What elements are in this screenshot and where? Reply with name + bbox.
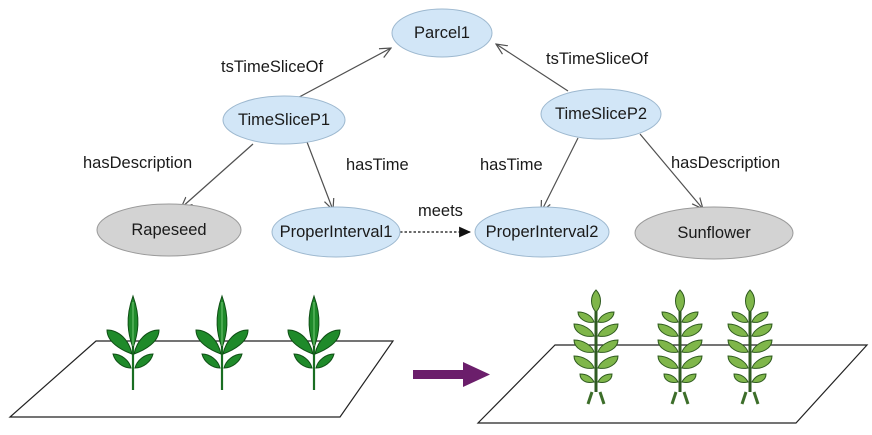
edge-has-time-2: [541, 137, 579, 212]
node-parcel1: Parcel1: [391, 8, 493, 58]
edge-has-description-1: [181, 143, 254, 208]
sunflower-field-illustration: [476, 288, 869, 424]
right-field-plane: [476, 344, 869, 424]
node-label-timeslice-p2: TimeSliceP2: [555, 105, 647, 123]
node-proper-interval2: ProperInterval2: [474, 206, 610, 258]
edge-has-time-1: [306, 141, 333, 210]
edge-label-ts-timeslice-of-2: tsTimeSliceOf: [546, 50, 648, 68]
edge-label-ts-timeslice-of-1: tsTimeSliceOf: [221, 58, 323, 76]
left-field-plane: [8, 340, 395, 418]
node-timeslice-p1: TimeSliceP1: [222, 95, 346, 145]
node-label-proper-interval2: ProperInterval2: [486, 223, 599, 241]
node-label-rapeseed: Rapeseed: [131, 221, 206, 239]
rapeseed-field-illustration: [8, 294, 395, 418]
node-rapeseed: Rapeseed: [96, 203, 242, 257]
edge-ts-timeslice-of-1: [287, 48, 391, 104]
edge-ts-timeslice-of-2: [496, 44, 569, 92]
node-proper-interval1: ProperInterval1: [271, 206, 401, 258]
node-timeslice-p2: TimeSliceP2: [540, 88, 662, 140]
node-sunflower: Sunflower: [634, 206, 794, 260]
edge-label-has-time-2: hasTime: [480, 156, 543, 174]
edge-label-has-description-2: hasDescription: [671, 154, 780, 172]
edge-label-has-description-1: hasDescription: [83, 154, 192, 172]
node-label-parcel1: Parcel1: [414, 24, 470, 42]
node-label-sunflower: Sunflower: [677, 224, 751, 242]
edge-label-meets: meets: [418, 202, 463, 220]
transition-arrow-icon: [413, 362, 490, 387]
edge-has-description-2: [639, 133, 703, 209]
edge-label-has-time-1: hasTime: [346, 156, 409, 174]
node-label-timeslice-p1: TimeSliceP1: [238, 111, 330, 129]
node-label-proper-interval1: ProperInterval1: [280, 223, 393, 241]
